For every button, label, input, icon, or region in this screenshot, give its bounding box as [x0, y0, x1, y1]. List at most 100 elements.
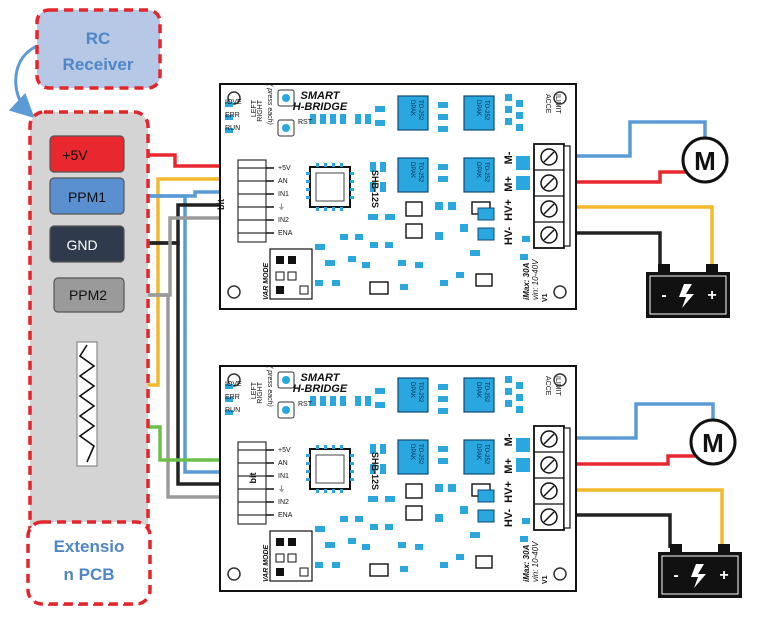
gnd-box [49, 225, 125, 263]
battery-bottom: - + [657, 543, 743, 599]
board-bottom-term-hv-plus: HV+ [503, 481, 515, 503]
battery-top-plus: + [707, 287, 716, 304]
board-bottom-title2: H-BRIDGE [293, 383, 348, 395]
board-top-text: SMART H-BRIDGE IOVE ERR RUN LEFT RIGHT (… [225, 84, 561, 302]
board-top-term-m-plus: M+ [503, 176, 515, 192]
wire-m-minus-bottom [572, 402, 715, 440]
board-bottom-vin: vin: 10-40V [531, 541, 540, 582]
wire-gnd-bottom [125, 241, 225, 486]
board-top-press-each: ( press each) [266, 84, 273, 125]
board-top-dpak-2: DPAK [475, 100, 481, 116]
motor-top: M [681, 136, 729, 184]
board-bottom-dpak-3: DPAK [409, 444, 415, 460]
ppm2-box [53, 277, 125, 313]
board-top-pin-in1: IN1 [278, 191, 289, 198]
board-bottom-btn-right: RIGHT [257, 381, 264, 404]
ppm2-label: PPM2 [69, 287, 107, 303]
board-top-btn-right: RIGHT [257, 99, 264, 122]
battery-bottom-minus: - [673, 567, 678, 584]
board-bottom-limit: ILIMIT [554, 376, 561, 397]
board-bottom-rst: RST [298, 401, 313, 408]
board-bottom-pin-5v: +5V [278, 447, 291, 454]
board-bottom-chip-label: SHB-12S [370, 452, 380, 490]
board-bottom-dpak-2: DPAK [475, 382, 481, 398]
board-bottom-to252-2: TO-252 [483, 382, 489, 403]
board-top-pin-in2: IN2 [278, 217, 289, 224]
board-top-to252-3: TO-252 [417, 162, 423, 183]
board-top-version: V1 [542, 293, 549, 302]
board-top-title1: SMART [301, 90, 341, 102]
board-top-pin-gnd: ⏚ [278, 203, 285, 211]
ppm1-box [49, 177, 125, 215]
board-top-var-mode: VAR MODE [263, 262, 270, 300]
board-bottom-pin-an: AN [278, 460, 288, 467]
board-top-imax: iMax: 30A [522, 262, 531, 300]
board-top-to252-4: TO-252 [483, 162, 489, 183]
board-bottom-led-run: RUN [225, 407, 240, 414]
board-top-pin-an: AN [278, 178, 288, 185]
wire-m-plus-bottom [572, 454, 715, 466]
board-bottom-term-hv-minus: HV- [503, 508, 515, 527]
board-top-led-err: ERR [225, 112, 240, 119]
wire-hv-minus-bottom [572, 513, 672, 548]
wire-m-minus-top [572, 120, 707, 158]
extension-label-line1: Extensio [54, 537, 125, 556]
board-bottom-term-m-minus: M- [503, 433, 515, 446]
board-top-rst: RST [298, 119, 313, 126]
board-bottom-accel: ACCE [544, 376, 551, 396]
board-bottom-imax: iMax: 30A [522, 544, 531, 582]
board-top-accel: ACCE [544, 94, 551, 114]
hbridge-board-top: bit [216, 83, 577, 310]
board-top-to252-1: TO-252 [417, 100, 423, 121]
board-bottom-text: SMART H-BRIDGE IOVE ERR RUN LEFT RIGHT (… [225, 366, 561, 584]
board-top-dpak-3: DPAK [409, 162, 415, 178]
board-top-term-hv-plus: HV+ [503, 199, 515, 221]
rc-receiver: RC Receiver [35, 8, 162, 90]
battery-bottom-plus: + [719, 567, 728, 584]
board-top-dpak-1: DPAK [409, 100, 415, 116]
board-top-chip-label: SHB-12S [370, 170, 380, 208]
board-bottom-led-err: ERR [225, 394, 240, 401]
gnd-label: GND [66, 237, 97, 253]
board-bottom-dpak-4: DPAK [475, 444, 481, 460]
receiver-arrow [8, 43, 41, 119]
motor-bottom-label: M [702, 428, 724, 458]
board-bottom-var-mode: VAR MODE [263, 544, 270, 582]
wire-hv-plus-bottom [572, 488, 724, 548]
board-bottom-term-m-plus: M+ [503, 458, 515, 474]
wire-m-plus-top [572, 170, 707, 184]
receiver-label-line1: RC [86, 29, 111, 48]
board-top-btn-left: LEFT [251, 99, 258, 117]
board-top-led-iove: IOVE [225, 99, 242, 106]
potentiometer [76, 341, 98, 467]
board-top-vin: vin: 10-40V [531, 259, 540, 300]
board-top-title2: H-BRIDGE [293, 101, 348, 113]
extension-pcb: Extensio n PCB +5V PPM1 GND PPM2 [26, 110, 152, 606]
board-top-led-run: RUN [225, 125, 240, 132]
plus5v-label: +5V [62, 147, 88, 163]
board-top-pin-ena: ENA [278, 230, 293, 237]
motor-top-label: M [694, 146, 716, 176]
board-bottom-title1: SMART [301, 372, 341, 384]
board-top-dpak-4: DPAK [475, 162, 481, 178]
board-bottom-led-iove: IOVE [225, 381, 242, 388]
board-bottom-pin-in1: IN1 [278, 473, 289, 480]
plus5v-box [49, 135, 125, 173]
board-top-term-hv-minus: HV- [503, 226, 515, 245]
board-top-bit: bit [216, 199, 226, 210]
battery-top-minus: - [661, 287, 666, 304]
board-bottom-version: V1 [542, 575, 549, 584]
battery-top: - + [645, 263, 731, 319]
board-top-term-m-minus: M- [503, 151, 515, 164]
board-bottom-pin-in2: IN2 [278, 499, 289, 506]
board-bottom-btn-left: LEFT [251, 381, 258, 399]
board-bottom-pin-gnd: ⏚ [278, 485, 285, 493]
board-bottom-to252-1: TO-252 [417, 382, 423, 403]
board-bottom-press-each: ( press each) [266, 366, 273, 407]
board-bottom-to252-4: TO-252 [483, 444, 489, 465]
board-bottom-dpak-1: DPAK [409, 382, 415, 398]
board-top-to252-2: TO-252 [483, 100, 489, 121]
board-top-pin-5v: +5V [278, 165, 291, 172]
ppm1-label: PPM1 [68, 189, 106, 205]
